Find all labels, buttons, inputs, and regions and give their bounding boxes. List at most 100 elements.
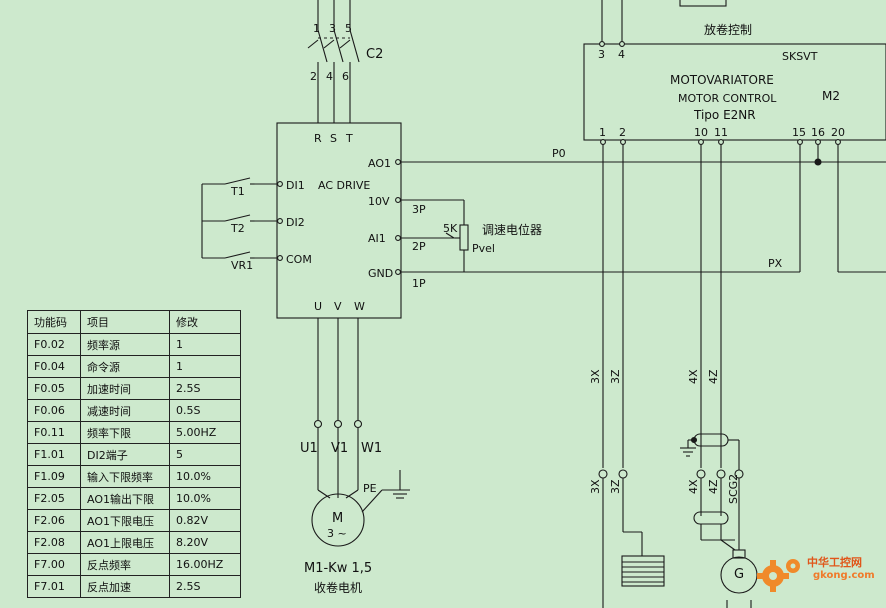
controller-bottom-pin: 16 [811,126,825,139]
controller-bottom-pin: 20 [831,126,845,139]
header-value: 修改 [169,310,241,334]
param-item: AO1输出下限 [80,487,170,510]
controller-top-pin: 4 [618,48,625,61]
param-value: 2.5S [169,575,241,598]
breaker-pin-label: 1 [313,22,320,35]
pot-label: 调速电位器 [482,222,542,237]
table-header-row: 功能码 项目 修改 [27,310,241,334]
param-value: 10.0% [169,487,241,510]
param-code: F2.08 [27,531,81,554]
drive-output-pin: W [354,300,365,313]
switch-label-t2: T2 [230,222,245,235]
param-value: 2.5S [169,377,241,400]
param-code: F7.00 [27,553,81,576]
param-code: F0.05 [27,377,81,400]
pot-pin-2p: 2P [412,240,426,253]
drive-terminal-di2: DI2 [286,216,305,229]
param-item: 频率下限 [80,421,170,444]
param-value: 5 [169,443,241,466]
pot-pin-3p: 3P [412,203,426,216]
param-code: F0.06 [27,399,81,422]
motor-rating: M1-Kw 1,5 [304,561,372,576]
breaker-pin-label: 6 [342,70,349,83]
controller-section-title: 放卷控制 [704,22,752,37]
param-item: 命令源 [80,355,170,378]
controller-top-pin: 3 [598,48,605,61]
param-code: F1.09 [27,465,81,488]
cable-label: 4Z [707,369,720,384]
drive-output-pin: U [314,300,322,313]
drive-terminal-gnd: GND [368,267,393,280]
param-code: F0.02 [27,333,81,356]
motor-terminal-w1: W1 [361,441,382,456]
param-item: DI2端子 [80,443,170,466]
cable-label: 4X [687,479,700,494]
param-value: 1 [169,355,241,378]
motor-terminal-u1: U1 [300,441,318,456]
cable-label: 4Z [707,479,720,494]
drive-title: AC DRIVE [318,179,370,192]
cable-label: 3X [589,479,602,494]
wire-label-p0: P0 [552,147,566,160]
wire-label-px: PX [768,257,783,270]
param-value: 16.00HZ [169,553,241,576]
cable-label: 3Z [609,479,622,494]
param-item: 减速时间 [80,399,170,422]
cable-label: 3X [589,369,602,384]
pot-value: 5K [443,222,458,235]
param-item: 加速时间 [80,377,170,400]
motor-symbol: M [332,511,343,526]
header-code: 功能码 [27,310,81,334]
drive-input-pin: S [330,132,337,145]
controller-bottom-pin: 1 [599,126,606,139]
drive-terminal-di1: DI1 [286,179,305,192]
param-item: 反点加速 [80,575,170,598]
param-item: AO1下限电压 [80,509,170,532]
breaker-pin-label: 2 [310,70,317,83]
generator-symbol: G [734,567,744,582]
breaker-pin-label: 4 [326,70,333,83]
param-code: F2.05 [27,487,81,510]
watermark-url: gkong.com [813,570,875,581]
drive-terminal-com: COM [286,253,312,266]
param-value: 1 [169,333,241,356]
pot-pin-1p: 1P [412,277,426,290]
drive-output-pin: V [334,300,342,313]
gear-icon [757,559,800,592]
cable-label: 3Z [609,369,622,384]
watermark-logo: 中华工控网 gkong.com [755,552,881,596]
param-value: 10.0% [169,465,241,488]
param-value: 0.5S [169,399,241,422]
param-code: F0.11 [27,421,81,444]
controller-bottom-pin: 10 [694,126,708,139]
param-value: 5.00HZ [169,421,241,444]
param-value: 8.20V [169,531,241,554]
param-item: AO1上限电压 [80,531,170,554]
motor-pe-label: PE [363,482,377,495]
param-item: 输入下限频率 [80,465,170,488]
controller-line2: MOTOR CONTROL [678,92,777,105]
drive-input-pin: R [314,132,322,145]
cable-label: SCG2 [727,474,740,504]
breaker-pin-label: 3 [329,22,336,35]
param-code: F0.04 [27,355,81,378]
controller-line3: Tipo E2NR [693,108,756,122]
controller-line1: MOTOVARIATORE [670,73,774,87]
drive-terminal-ai1: AI1 [368,232,386,245]
drive-terminal-ao1: AO1 [368,157,391,170]
param-value: 0.82V [169,509,241,532]
controller-bottom-pin: 2 [619,126,626,139]
switch-label-t1: T1 [230,185,245,198]
breaker-label: C2 [366,47,383,62]
breaker-pin-label: 5 [345,22,352,35]
